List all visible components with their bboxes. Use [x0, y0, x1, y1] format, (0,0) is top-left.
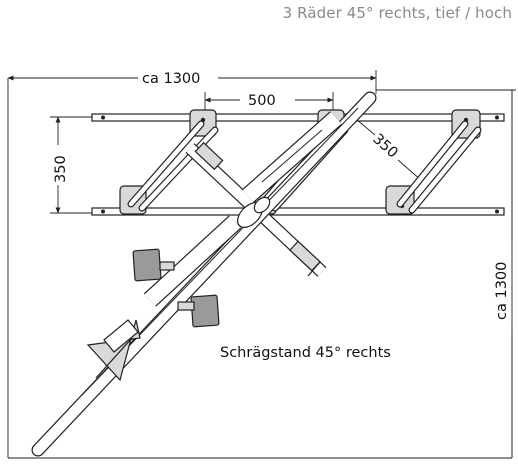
clamp-block-lower [177, 294, 220, 328]
strut-right [396, 120, 482, 214]
right-height-dimension: ca 1300 [494, 90, 513, 458]
page-title: 3 Räder 45° rechts, tief / hoch [282, 4, 512, 22]
spacing-label: 500 [248, 93, 276, 109]
lower-sleeve [143, 215, 242, 307]
rail-gap-label: 350 [53, 155, 69, 183]
center-hub [237, 196, 271, 228]
right-height-label: ca 1300 [494, 262, 510, 320]
swivel-wheel [86, 319, 141, 382]
caption-label: Schrägstand 45° rechts [220, 345, 391, 361]
top-width-dimension: ca 1300 [7, 70, 377, 94]
clamp-block-upper [132, 248, 175, 282]
bottom-rail [91, 207, 505, 216]
top-width-label: ca 1300 [142, 71, 200, 87]
top-rail [91, 113, 505, 122]
diagonal-dim-label: 350 [369, 131, 400, 161]
diagonal-dimension: 350 [349, 113, 423, 182]
rail-gap-dimension: 350 [50, 116, 95, 214]
upper-sleeve [242, 111, 342, 203]
